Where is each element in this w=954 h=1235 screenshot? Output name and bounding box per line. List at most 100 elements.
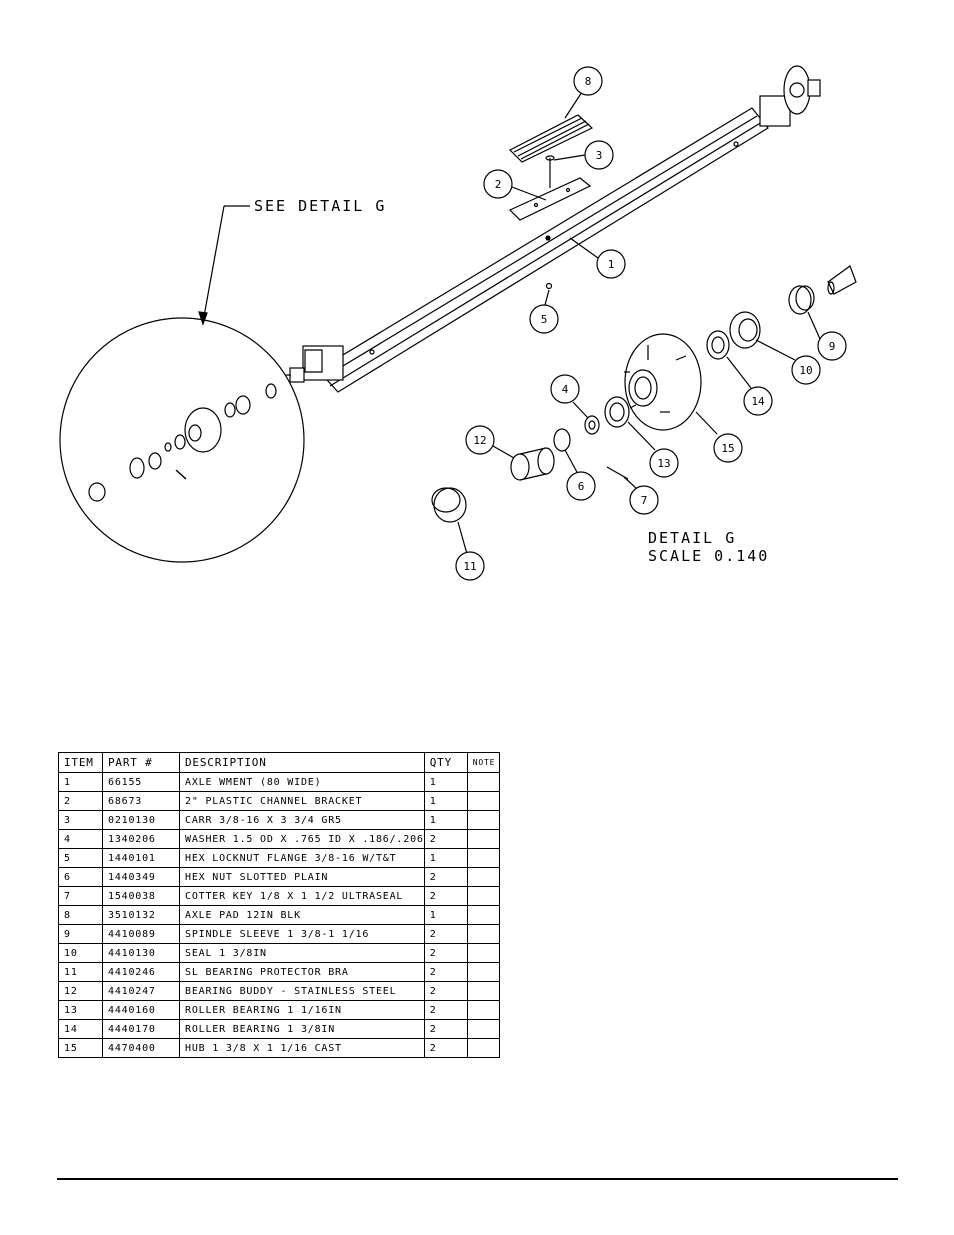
cell-item: 6 bbox=[58, 867, 103, 887]
balloon-label: 6 bbox=[578, 480, 585, 493]
cell-description: HEX LOCKNUT FLANGE 3/8-16 W/T&T bbox=[179, 848, 425, 868]
header-note: NOTE bbox=[466, 752, 500, 773]
cell-item: 10 bbox=[58, 943, 103, 963]
cell-qty: 2 bbox=[423, 886, 468, 906]
cell-description: WASHER 1.5 OD X .765 ID X .186/.206 bbox=[179, 829, 425, 849]
balloon-label: 11 bbox=[463, 560, 476, 573]
detail-title: DETAIL G bbox=[648, 529, 736, 547]
cell-note bbox=[466, 924, 500, 944]
cell-description: HUB 1 3/8 X 1 1/16 CAST bbox=[179, 1038, 425, 1058]
locknut-part bbox=[545, 282, 553, 290]
balloon-14: 14 bbox=[743, 386, 773, 416]
cell-qty: 2 bbox=[423, 1038, 468, 1058]
cell-part: 68673 bbox=[102, 791, 180, 811]
cell-item: 14 bbox=[58, 1019, 103, 1039]
balloon-label: 8 bbox=[585, 75, 592, 88]
spindle-sleeve-ring bbox=[788, 285, 812, 315]
cell-qty: 2 bbox=[423, 943, 468, 963]
balloon-label: 1 bbox=[608, 258, 615, 271]
cell-qty: 1 bbox=[423, 791, 468, 811]
cell-description: SPINDLE SLEEVE 1 3/8-1 1/16 bbox=[179, 924, 425, 944]
cell-item: 12 bbox=[58, 981, 103, 1001]
balloon-label: 3 bbox=[596, 149, 603, 162]
cell-part: 1540038 bbox=[102, 886, 180, 906]
spindle-sleeve-part bbox=[827, 265, 857, 295]
detail-g-circle bbox=[59, 317, 305, 563]
cell-item: 8 bbox=[58, 905, 103, 925]
cell-note bbox=[466, 943, 500, 963]
cell-item: 15 bbox=[58, 1038, 103, 1058]
cell-description: 2" PLASTIC CHANNEL BRACKET bbox=[179, 791, 425, 811]
cell-note bbox=[466, 1019, 500, 1039]
cell-part: 1440101 bbox=[102, 848, 180, 868]
cell-note bbox=[466, 886, 500, 906]
balloon-11: 11 bbox=[455, 551, 485, 581]
washer-part bbox=[584, 415, 600, 435]
cell-part: 3510132 bbox=[102, 905, 180, 925]
cell-description: HEX NUT SLOTTED PLAIN bbox=[179, 867, 425, 887]
cell-qty: 2 bbox=[423, 1000, 468, 1020]
detail-scale: SCALE 0.140 bbox=[648, 547, 769, 565]
cell-description: ROLLER BEARING 1 3/8IN bbox=[179, 1019, 425, 1039]
balloon-label: 15 bbox=[721, 442, 734, 455]
bearing-protector-part bbox=[431, 487, 467, 523]
cell-part: 1440349 bbox=[102, 867, 180, 887]
balloon-8: 8 bbox=[573, 66, 603, 96]
cell-qty: 1 bbox=[423, 905, 468, 925]
cell-description: COTTER KEY 1/8 X 1 1/2 ULTRASEAL bbox=[179, 886, 425, 906]
cell-part: 4410130 bbox=[102, 943, 180, 963]
cell-item: 11 bbox=[58, 962, 103, 982]
cell-note bbox=[466, 867, 500, 887]
cell-item: 7 bbox=[58, 886, 103, 906]
cell-qty: 2 bbox=[423, 962, 468, 982]
balloon-label: 9 bbox=[829, 340, 836, 353]
roller-bearing-small-part bbox=[604, 396, 630, 428]
cell-description: SEAL 1 3/8IN bbox=[179, 943, 425, 963]
balloon-label: 2 bbox=[495, 178, 502, 191]
cell-note bbox=[466, 981, 500, 1001]
cell-part: 4410246 bbox=[102, 962, 180, 982]
carriage-bolt-part bbox=[545, 155, 555, 188]
axle-tube bbox=[286, 65, 821, 393]
cell-item: 2 bbox=[58, 791, 103, 811]
detail-callout-leader bbox=[198, 205, 250, 326]
cell-note bbox=[466, 905, 500, 925]
cell-part: 4470400 bbox=[102, 1038, 180, 1058]
cell-description: ROLLER BEARING 1 1/16IN bbox=[179, 1000, 425, 1020]
cell-note bbox=[466, 1000, 500, 1020]
cell-item: 4 bbox=[58, 829, 103, 849]
cell-note bbox=[466, 772, 500, 792]
balloon-10: 10 bbox=[791, 355, 821, 385]
cell-part: 1340206 bbox=[102, 829, 180, 849]
balloon-5: 5 bbox=[529, 304, 559, 334]
balloon-12: 12 bbox=[465, 425, 495, 455]
cell-description: AXLE WMENT (80 WIDE) bbox=[179, 772, 425, 792]
cell-note bbox=[466, 791, 500, 811]
balloon-label: 10 bbox=[799, 364, 812, 377]
cell-note bbox=[466, 1038, 500, 1058]
balloon-leaders bbox=[457, 91, 821, 555]
header-description: DESCRIPTION bbox=[179, 752, 425, 773]
cell-item: 5 bbox=[58, 848, 103, 868]
axle-pad-part bbox=[508, 114, 594, 163]
cell-part: 0210130 bbox=[102, 810, 180, 830]
slotted-nut-part bbox=[553, 428, 571, 452]
cell-qty: 1 bbox=[423, 810, 468, 830]
balloon-6: 6 bbox=[566, 471, 596, 501]
cell-qty: 2 bbox=[423, 867, 468, 887]
balloon-label: 5 bbox=[541, 313, 548, 326]
balloon-9: 9 bbox=[817, 331, 847, 361]
cell-part: 4440160 bbox=[102, 1000, 180, 1020]
balloon-13: 13 bbox=[649, 448, 679, 478]
